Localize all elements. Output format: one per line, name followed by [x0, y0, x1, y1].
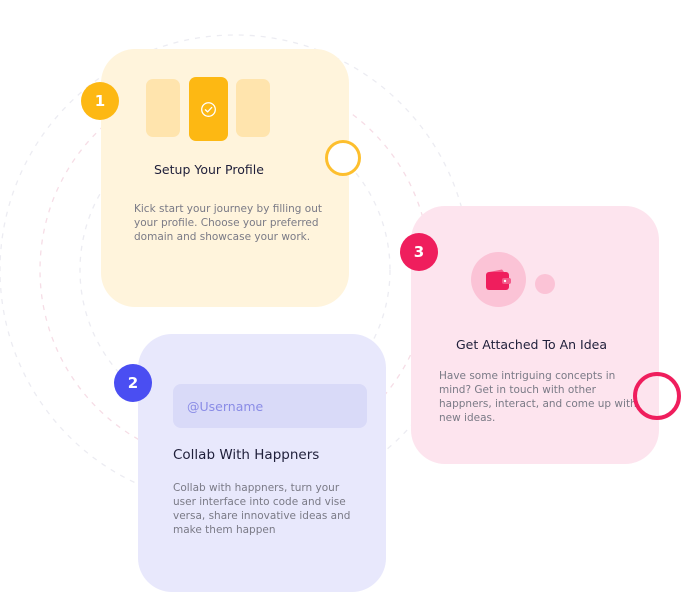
profile-tile-selected[interactable] [189, 77, 228, 141]
step-title: Get Attached To An Idea [456, 337, 607, 352]
step-number-badge-2: 2 [114, 364, 152, 402]
step-card-attach-idea: Get Attached To An Idea Have some intrig… [411, 206, 659, 464]
step-description: Kick start your journey by filling out y… [134, 203, 322, 243]
wallet-icon [486, 269, 511, 290]
step-title: Setup Your Profile [154, 162, 264, 177]
check-circle-icon [201, 101, 216, 117]
step-card-setup-profile: Setup Your Profile Kick start your journ… [101, 49, 349, 307]
step-number-badge-1: 1 [81, 82, 119, 120]
step-number-badge-3: 3 [400, 233, 438, 271]
profile-tile-left [146, 79, 180, 137]
decorative-ring-pink [633, 372, 681, 420]
wallet-icon-bubble [471, 252, 526, 307]
step-description: Collab with happners, turn your user int… [173, 482, 351, 536]
step-description: Have some intriguing concepts in mind? G… [439, 370, 637, 424]
profile-tile-right [236, 79, 270, 137]
username-input[interactable] [173, 384, 367, 428]
step-title: Collab With Happners [173, 447, 320, 463]
decorative-ring-yellow [325, 140, 361, 176]
decorative-dot [535, 274, 555, 294]
step-card-collab: Collab With Happners Collab with happner… [138, 334, 386, 592]
